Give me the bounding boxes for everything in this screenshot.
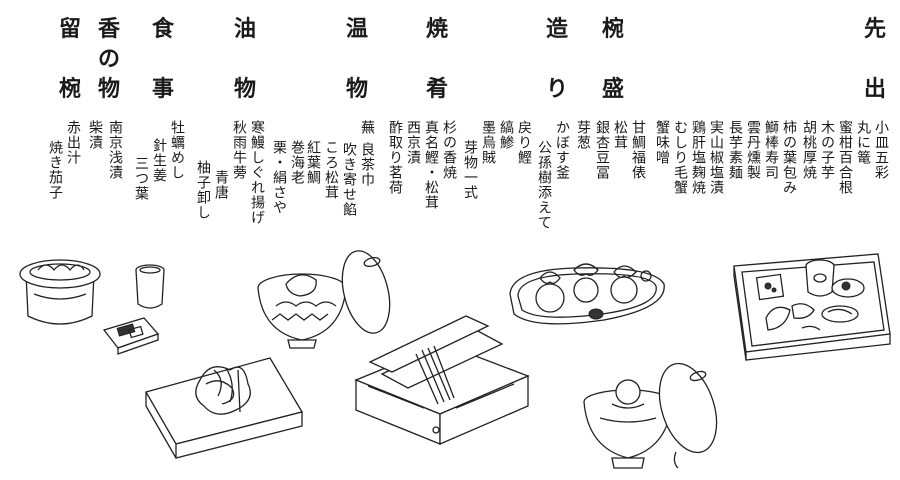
menu-item: 甘鯛福俵 — [630, 120, 646, 180]
heading-sakizuke: 先出 — [863, 16, 886, 102]
lidded-cup-icon — [257, 250, 391, 349]
heading-onmono: 温物 — [345, 16, 368, 102]
pickle-dish-icon — [102, 317, 160, 355]
menu-item: 蟹味噌 — [654, 120, 670, 165]
menu-item: 三つ葉 — [133, 156, 149, 201]
menu-item: 芽物一式 — [462, 140, 478, 200]
menu-item: 真名鰹・松茸 — [423, 120, 439, 210]
teacup-icon — [135, 264, 165, 309]
menu-item: 牡蠣めし — [169, 120, 185, 180]
menu-item: 杉の香焼 — [441, 120, 457, 180]
menu-item: 栗・絹さや — [271, 140, 287, 215]
menu-item: 巻海老 — [289, 140, 305, 185]
menu-item: 西京漬 — [405, 120, 421, 165]
menu-item: 寒鰻しぐれ揚げ — [249, 120, 265, 225]
menu-item: 公孫樹添えて — [536, 140, 552, 230]
menu-item: 酢取り茗荷 — [387, 120, 403, 195]
menu-item: 鰤棒寿司 — [763, 120, 779, 180]
menu-item: 鶏肝塩麹焼 — [690, 120, 706, 195]
heading-tomewan: 留椀 — [58, 16, 81, 102]
heading-aburamono: 油物 — [233, 16, 256, 102]
menu-item: ころ松茸 — [323, 140, 339, 200]
menu-item: 実山椒塩漬 — [708, 120, 724, 195]
menu-item: 芽葱 — [575, 120, 591, 150]
menu-item: 墨烏賊 — [480, 120, 496, 165]
heading-kounomono: 香の物 — [97, 16, 120, 102]
menu-item: 戻り鰹 — [516, 120, 532, 165]
menu-item: 松茸 — [612, 120, 628, 150]
menu-item: 丸に篭 — [855, 120, 871, 165]
menu-item: 蕪 — [359, 120, 375, 135]
lidded-bowl-icon — [583, 362, 718, 469]
menu-item: 胡桃厚焼 — [801, 120, 817, 180]
menu-item: 柿の葉包み — [781, 120, 797, 195]
menu-item: 赤出汁 — [65, 120, 81, 165]
menu-item: むしり毛蟹 — [672, 120, 688, 195]
menu-item: 秋雨牛蒡 — [231, 120, 247, 180]
heading-wan: 椀盛 — [601, 16, 624, 102]
menu-item: 小皿五彩 — [873, 120, 889, 180]
menu-item: 蜜柑百合根 — [837, 120, 853, 195]
menu-item: 青唐 — [213, 170, 229, 200]
heading-yakizakana: 焼肴 — [425, 16, 448, 102]
heading-shokuji: 食事 — [151, 16, 174, 102]
heading-tsukuri: 造り — [545, 16, 568, 102]
menu-item: 針生姜 — [151, 138, 167, 183]
menu-item: 紅葉鯛 — [305, 140, 321, 185]
menu-item: 縞鯵 — [498, 120, 514, 150]
menu-item: かぼす釜 — [554, 120, 570, 180]
hassun-box-icon — [733, 253, 891, 361]
menu-item: 南京浅漬 — [107, 120, 123, 180]
gingko-plate-icon — [509, 263, 665, 325]
fried-platter-icon — [145, 357, 304, 459]
menu-item: 銀杏豆冨 — [594, 120, 610, 180]
menu-item: 柚子卸し — [195, 160, 211, 220]
menu-item: 雲丹燻製 — [745, 120, 761, 180]
menu-item: 柴漬 — [87, 120, 103, 150]
menu-item: 長芋素麺 — [727, 120, 743, 180]
menu-item: 木の子芋 — [819, 120, 835, 180]
menu-item: 吹き寄せ餡 — [341, 142, 357, 217]
rice-pot-icon — [19, 259, 101, 325]
menu-item: 良茶巾 — [359, 142, 375, 187]
menu-item: 焼き茄子 — [47, 140, 63, 200]
hoba-grill-box-icon — [354, 315, 530, 445]
